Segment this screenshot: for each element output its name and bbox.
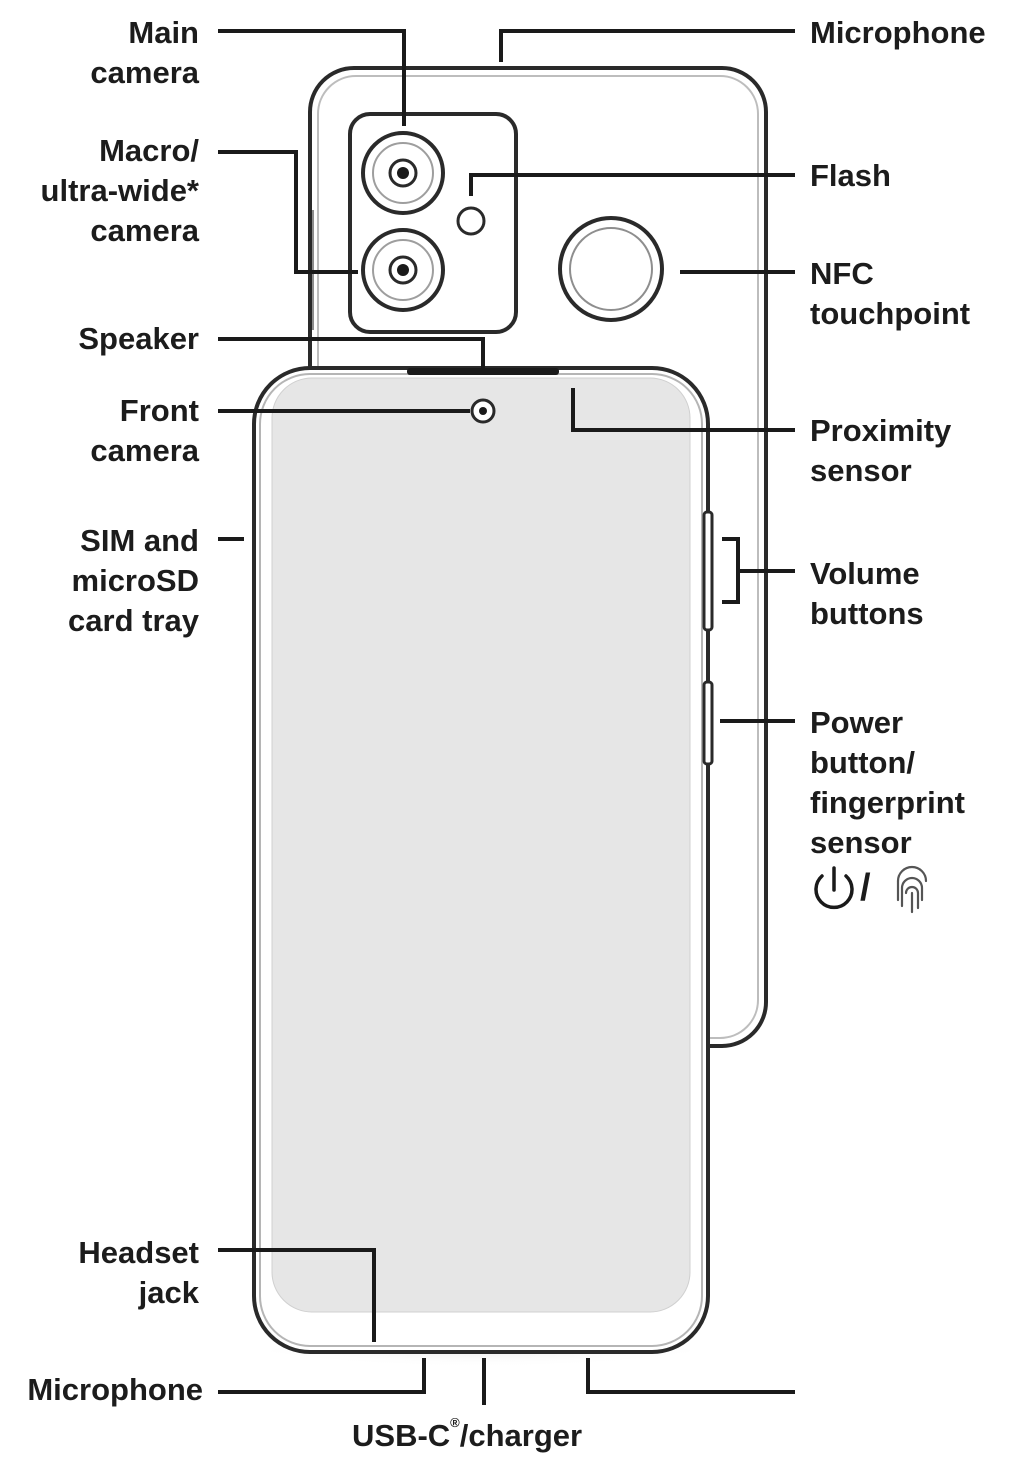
leader-flash [469, 173, 795, 196]
leader-microphone-bottom [218, 1358, 426, 1394]
leader-microphone-top [499, 29, 795, 62]
label-macro-camera: Macro/ ultra-wide* camera [40, 133, 199, 248]
label-flash: Flash [810, 158, 891, 193]
leader-headset-jack [218, 1248, 376, 1342]
label-microphone-top: Microphone [810, 15, 986, 50]
fingerprint-icon [896, 865, 928, 914]
label-main-camera: Main camera [90, 15, 199, 90]
label-headset-jack: Headset jack [78, 1235, 199, 1310]
label-microphone-bottom: Microphone [27, 1372, 203, 1407]
leader-speaker-top [218, 337, 485, 368]
leader-macro-camera [218, 150, 358, 274]
volume-buttons [702, 510, 714, 632]
label-volume: Volume buttons [810, 556, 924, 631]
earpiece-speaker [407, 368, 559, 375]
power-icon [814, 866, 854, 910]
phone-front [252, 366, 714, 1354]
icon-separator: / [860, 867, 871, 909]
screen [271, 377, 691, 1313]
leader-lines [218, 29, 795, 1405]
label-usb-c: USB-C®/charger [352, 1416, 582, 1456]
usb-c-suffix: /charger [459, 1418, 583, 1453]
leader-speaker-bottom [586, 1358, 795, 1394]
nfc-touchpoint [558, 216, 664, 322]
label-front-camera: Front camera [90, 393, 199, 468]
usb-c-text: USB-C [352, 1418, 451, 1453]
label-nfc: NFC touchpoint [810, 256, 971, 331]
registered-mark: ® [450, 1415, 460, 1430]
label-speaker-top: Speaker [78, 321, 199, 356]
label-power: Power button/ fingerprint sensor [810, 705, 965, 860]
flash-led [456, 206, 486, 236]
front-camera [470, 398, 496, 424]
power-button [702, 680, 714, 766]
leader-proximity [571, 388, 795, 432]
label-sim-tray: SIM and microSD card tray [68, 523, 199, 638]
main-camera-lens [361, 131, 445, 215]
label-proximity: Proximity sensor [810, 413, 952, 488]
macro-camera-lens [361, 228, 445, 312]
leader-main-camera [218, 29, 406, 126]
